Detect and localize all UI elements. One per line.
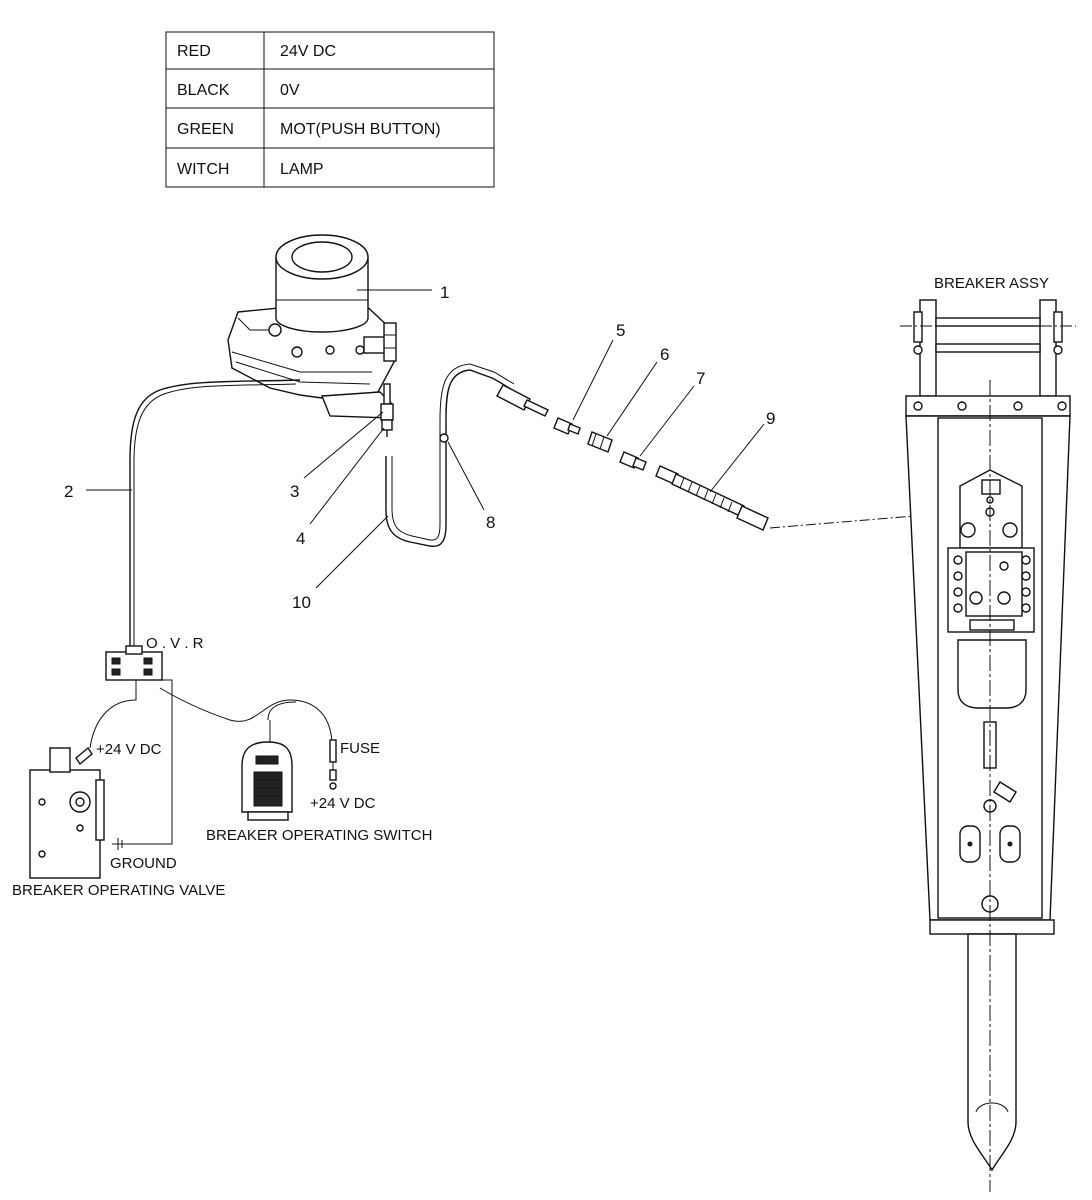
breaker-assy-label: BREAKER ASSY	[934, 275, 1049, 292]
wire-ovr-to-switch	[159, 687, 333, 743]
valve-voltage-label: +24 V DC	[96, 741, 162, 758]
table-cell-signal: MOT(PUSH BUTTON)	[280, 121, 441, 138]
table-cell-signal: LAMP	[280, 161, 324, 178]
adapter-7	[619, 451, 647, 471]
fuse-label: FUSE	[340, 740, 380, 757]
table-cell-color: GREEN	[177, 121, 234, 138]
callout-3: 3	[290, 482, 299, 501]
callout-1: 1	[440, 283, 449, 302]
breaker-operating-switch	[241, 720, 293, 821]
breaker-assembly: BREAKER ASSY	[900, 275, 1076, 1192]
pipe-end-fitting	[496, 384, 549, 417]
callout-10: 10	[292, 593, 311, 612]
nipple-5	[553, 417, 581, 435]
switch-caption: BREAKER OPERATING SWITCH	[206, 827, 432, 844]
fitting-3-4	[380, 383, 394, 437]
pipe-10	[385, 369, 513, 547]
callout-7: 7	[696, 369, 705, 388]
table-cell-signal: 0V	[280, 82, 300, 99]
ovr-relay: O . V . R	[105, 635, 204, 681]
pump-unit	[227, 234, 397, 419]
nut-6	[587, 431, 613, 453]
callout-8: 8	[486, 513, 495, 532]
callout-6: 6	[660, 345, 669, 364]
wire-ovr-to-valve	[89, 680, 137, 749]
table-cell-color: RED	[177, 43, 211, 60]
ovr-label: O . V . R	[146, 635, 204, 652]
hose-9	[655, 465, 769, 531]
callout-4: 4	[296, 529, 305, 548]
table-cell-color: BLACK	[177, 82, 230, 99]
connection-line	[769, 511, 963, 529]
callout-2: 2	[64, 482, 73, 501]
breaker-operating-valve	[29, 746, 105, 879]
fuse	[329, 739, 337, 790]
wire-color-table: RED 24V DC BLACK 0V GREEN MOT(PUSH BUTTO…	[165, 31, 495, 188]
table-cell-color: WITCH	[177, 161, 229, 178]
callout-9: 9	[766, 409, 775, 428]
ground-label: GROUND	[110, 855, 177, 872]
valve-caption: BREAKER OPERATING VALVE	[12, 882, 225, 899]
table-cell-signal: 24V DC	[280, 43, 336, 60]
callouts: 1 2 3 4 5 6 7 8 9 10	[64, 283, 775, 612]
wire-ground	[112, 679, 173, 845]
switch-voltage-label: +24 V DC	[310, 795, 376, 812]
cable-2	[129, 379, 301, 652]
callout-5: 5	[616, 321, 625, 340]
